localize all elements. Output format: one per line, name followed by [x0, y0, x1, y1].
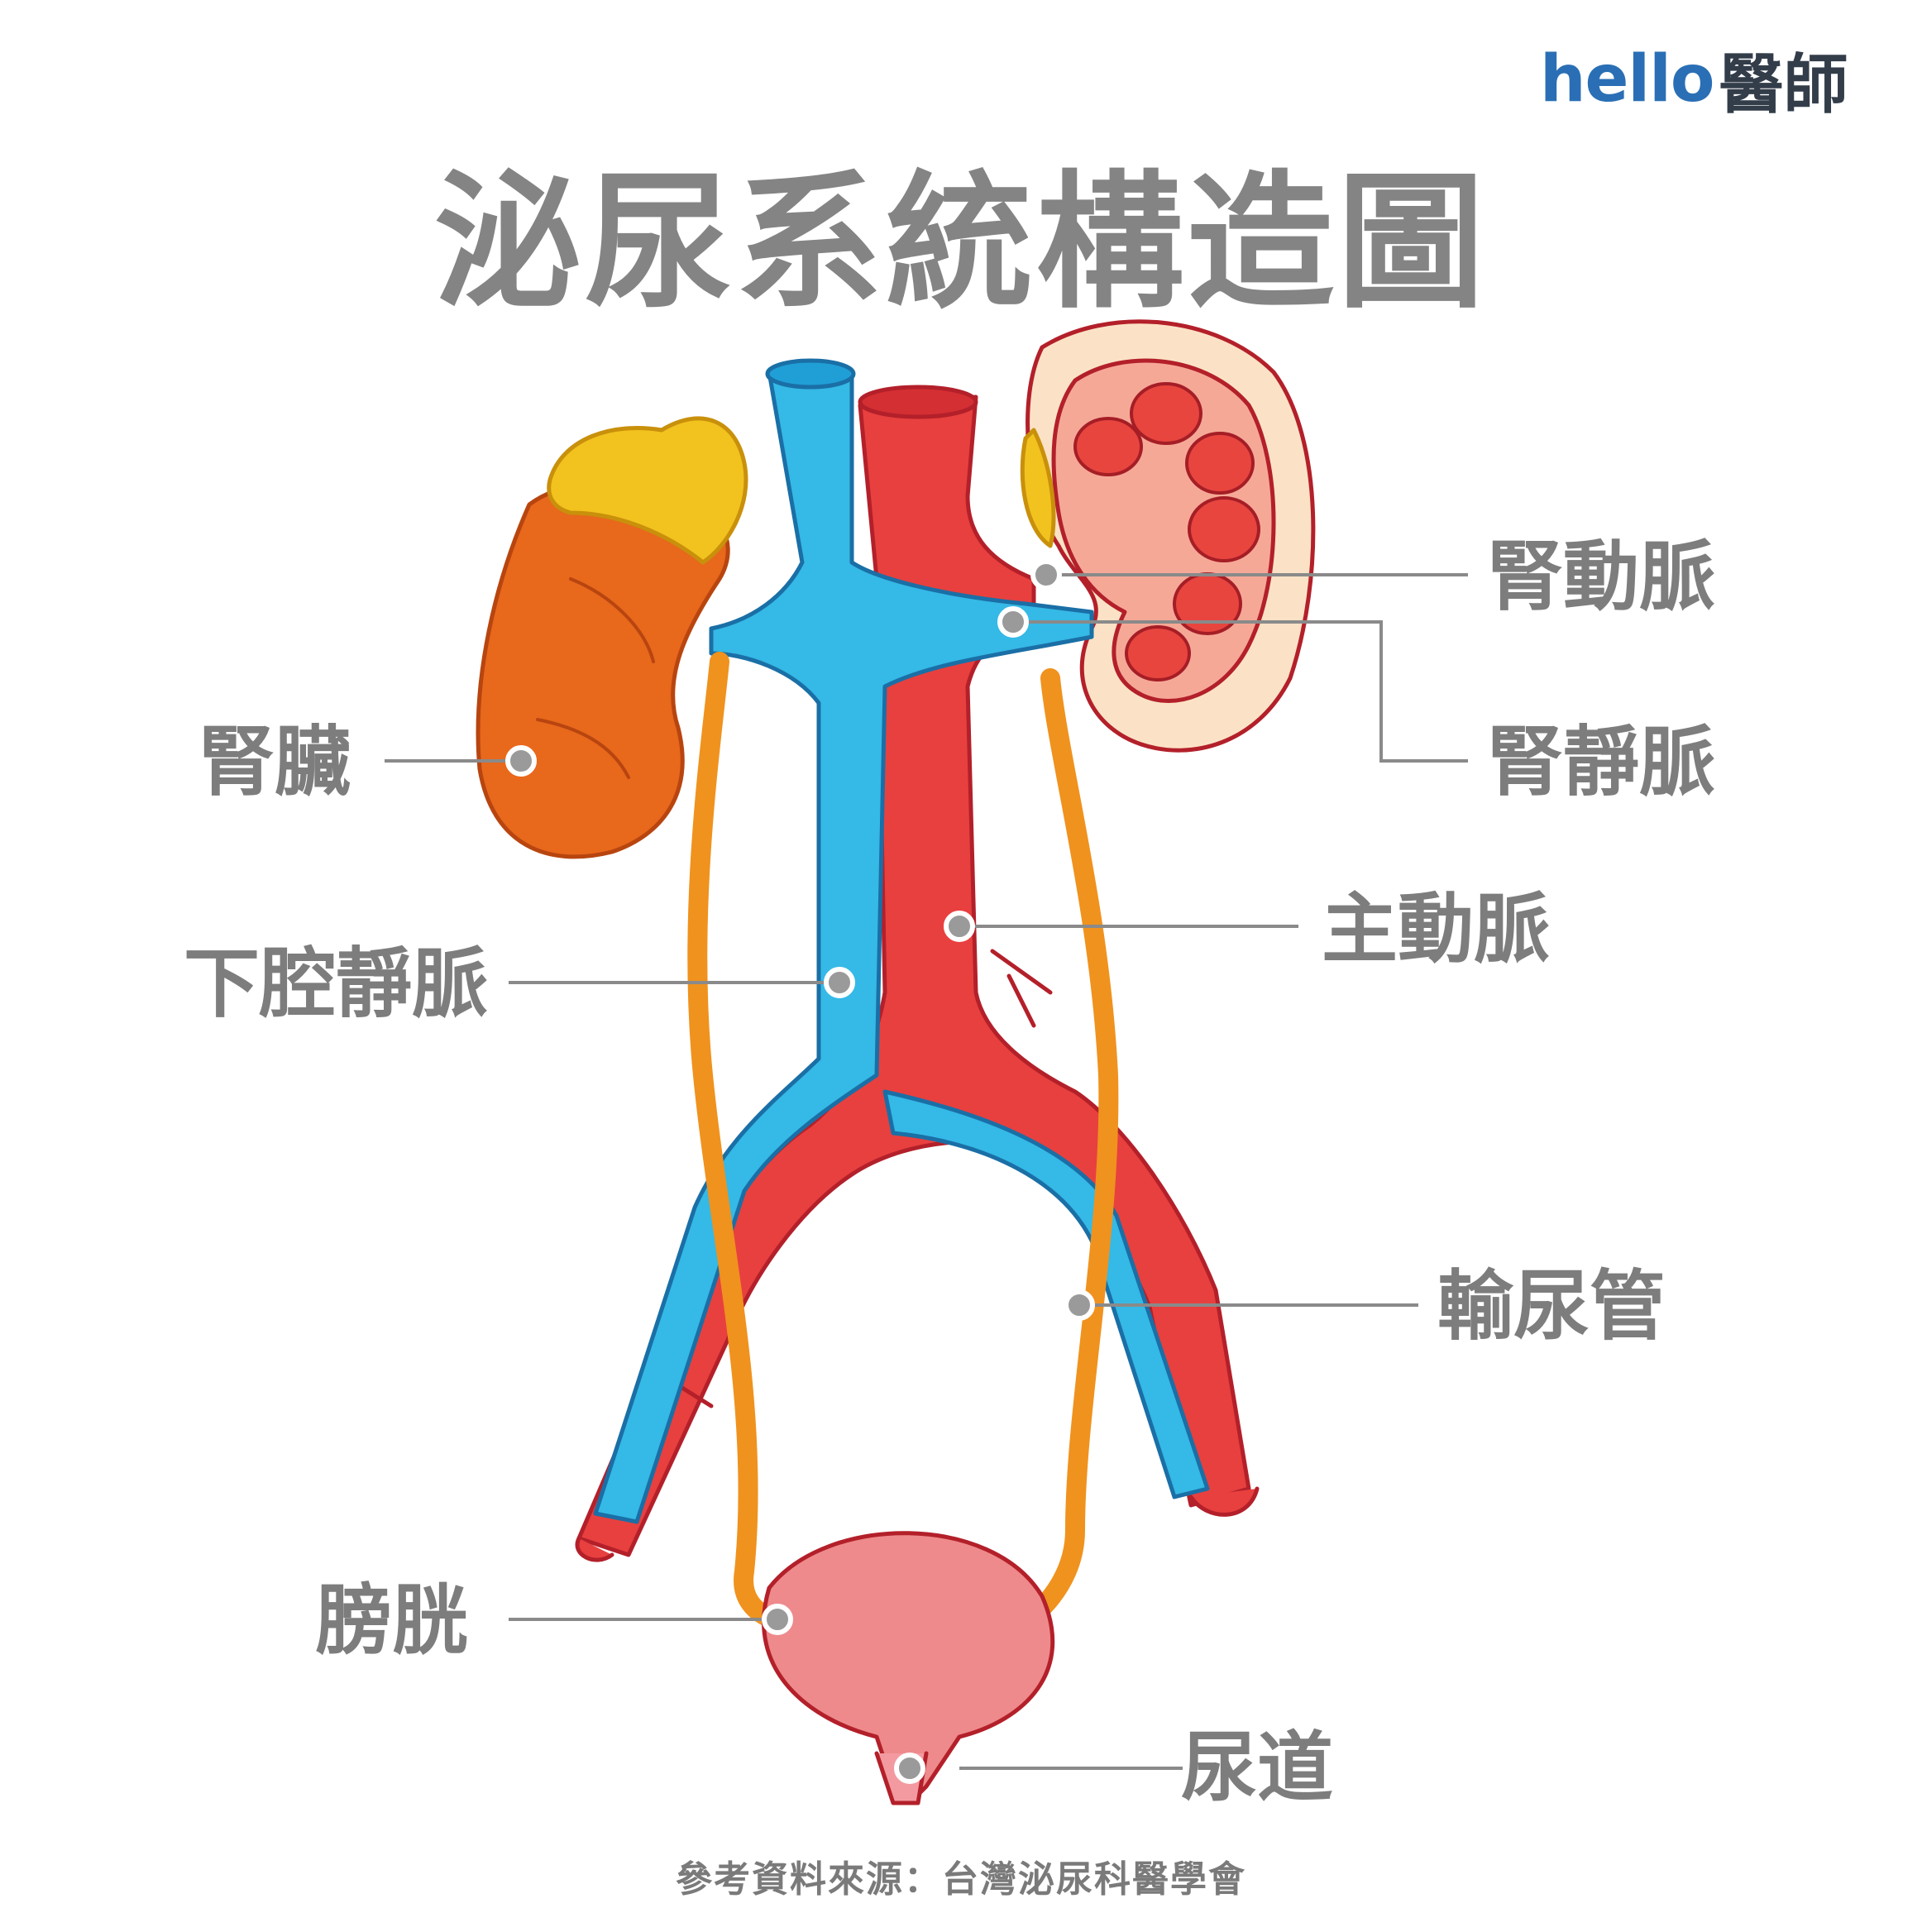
hello-doctor-logo: hello 醫師	[1540, 33, 1848, 126]
label-urethra: 尿道	[1181, 1724, 1334, 1812]
page-title: 泌尿系統構造圖	[434, 157, 1488, 328]
label-kidney: 腎臟	[198, 718, 351, 806]
label-inferior-vena-cava: 下腔靜脈	[184, 940, 489, 1028]
logo-brand-text: 醫師	[1719, 48, 1848, 122]
logo-hello-text: hello	[1540, 42, 1714, 117]
label-renal-artery: 腎動脈	[1487, 533, 1716, 621]
label-ureter: 輸尿管	[1437, 1262, 1666, 1351]
right-kidney-cross-section	[1020, 319, 1316, 753]
ureters	[687, 652, 1119, 1631]
label-renal-vein: 腎靜脈	[1487, 718, 1716, 806]
label-bladder: 膀胱	[316, 1576, 469, 1665]
label-aorta: 主動脈	[1322, 885, 1551, 973]
marker-dots	[505, 559, 1095, 1784]
source-citation: 參考資料來源：台灣泌尿科醫學會	[676, 1858, 1246, 1901]
left-kidney	[476, 416, 748, 859]
leader-lines	[385, 573, 1468, 1770]
